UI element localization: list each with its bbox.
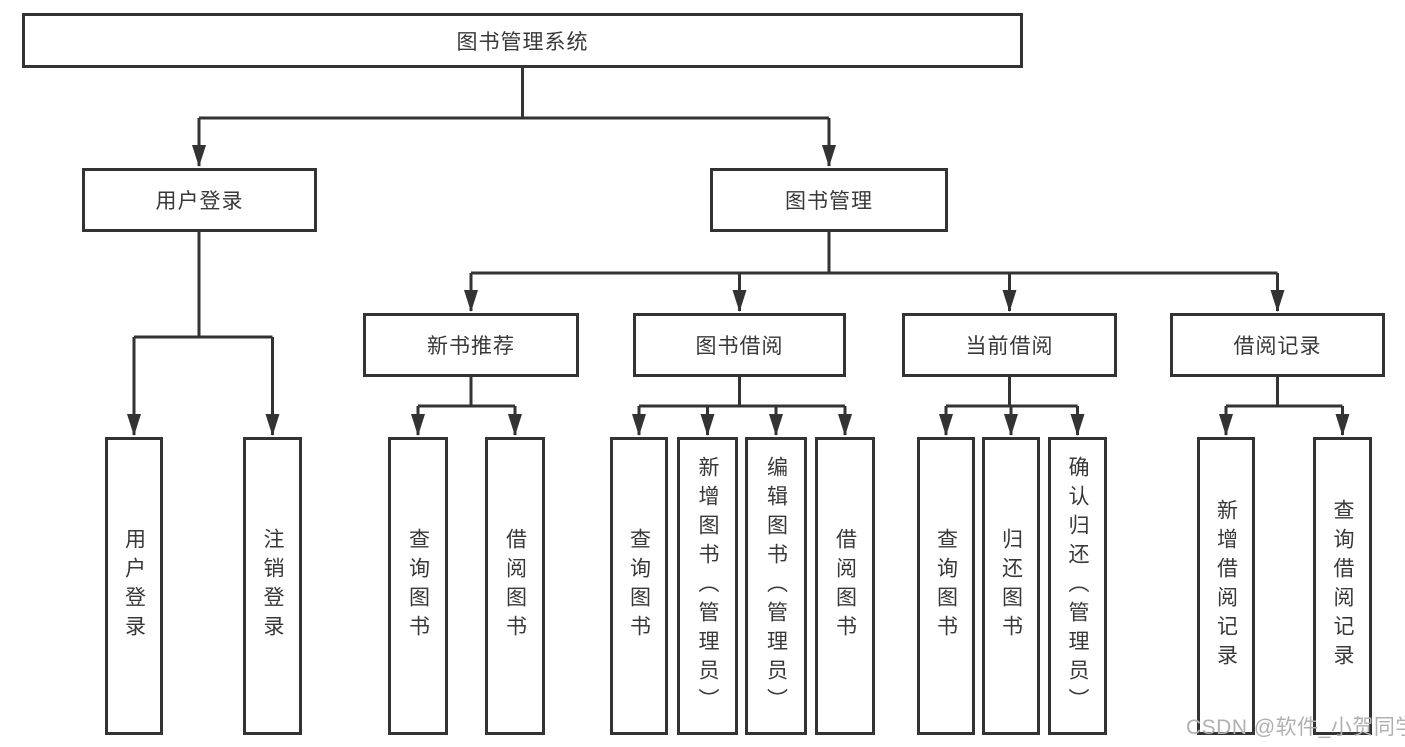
leaf-cb-confirm-return-admin: 确认归还（管理员） [1048,437,1107,735]
leaf-bb-add-books-admin-label: 新增图书（管理员） [696,455,719,717]
leaf-logout: 注销登录 [243,437,302,735]
node-current-borrow-label: 当前借阅 [965,335,1054,358]
leaf-logout-label: 注销登录 [261,528,284,644]
leaf-bb-query-books: 查询图书 [610,437,668,735]
connector-manage-sections [464,232,1285,312]
node-current-borrow: 当前借阅 [902,313,1117,377]
node-new-book-recommend: 新书推荐 [363,313,579,377]
leaf-nb-borrow-books: 借阅图书 [485,437,545,735]
node-user-login: 用户登录 [82,168,317,232]
leaf-br-query-record: 查询借阅记录 [1313,437,1372,735]
leaf-bb-add-books-admin: 新增图书（管理员） [677,437,738,735]
connector-login-children [127,232,280,436]
leaf-bb-edit-books-admin: 编辑图书（管理员） [745,437,807,735]
connector-currentborrow-children [939,377,1085,436]
node-book-management: 图书管理 [710,168,948,232]
leaf-br-add-record: 新增借阅记录 [1197,437,1255,735]
leaf-cb-query-books: 查询图书 [917,437,975,735]
node-root-system: 图书管理系统 [22,13,1023,68]
connector-root-to-level2 [192,68,836,167]
leaf-user-login-label: 用户登录 [122,528,146,644]
leaf-cb-return-books: 归还图书 [982,437,1040,735]
node-book-borrow: 图书借阅 [633,313,846,377]
leaf-nb-borrow-books-label: 借阅图书 [503,528,527,644]
leaf-br-add-record-label: 新增借阅记录 [1214,499,1238,673]
leaf-br-query-record-label: 查询借阅记录 [1331,499,1354,673]
node-book-management-label: 图书管理 [785,190,873,213]
watermark: CSDN @软件_小贺同学 [1186,716,1405,739]
node-book-borrow-label: 图书借阅 [695,335,784,358]
leaf-nb-query-books-label: 查询图书 [406,528,430,644]
connector-records-children [1219,377,1350,436]
leaf-nb-query-books: 查询图书 [388,437,448,735]
connector-bookborrow-children [632,377,852,436]
node-borrow-records-label: 借阅记录 [1233,335,1322,358]
node-user-login-label: 用户登录 [155,190,244,213]
leaf-user-login: 用户登录 [105,437,163,735]
node-new-book-recommend-label: 新书推荐 [427,335,515,358]
leaf-bb-edit-books-admin-label: 编辑图书（管理员） [764,455,788,717]
connector-newbook-children [411,377,522,436]
leaf-cb-return-books-label: 归还图书 [999,528,1023,644]
leaf-bb-query-books-label: 查询图书 [627,528,651,644]
leaf-bb-borrow-books-label: 借阅图书 [833,528,857,644]
node-root-system-label: 图书管理系统 [456,30,589,54]
leaf-cb-confirm-return-admin-label: 确认归还（管理员） [1066,455,1089,717]
leaf-cb-query-books-label: 查询图书 [934,528,958,644]
node-borrow-records: 借阅记录 [1170,313,1385,377]
leaf-bb-borrow-books: 借阅图书 [815,437,875,735]
